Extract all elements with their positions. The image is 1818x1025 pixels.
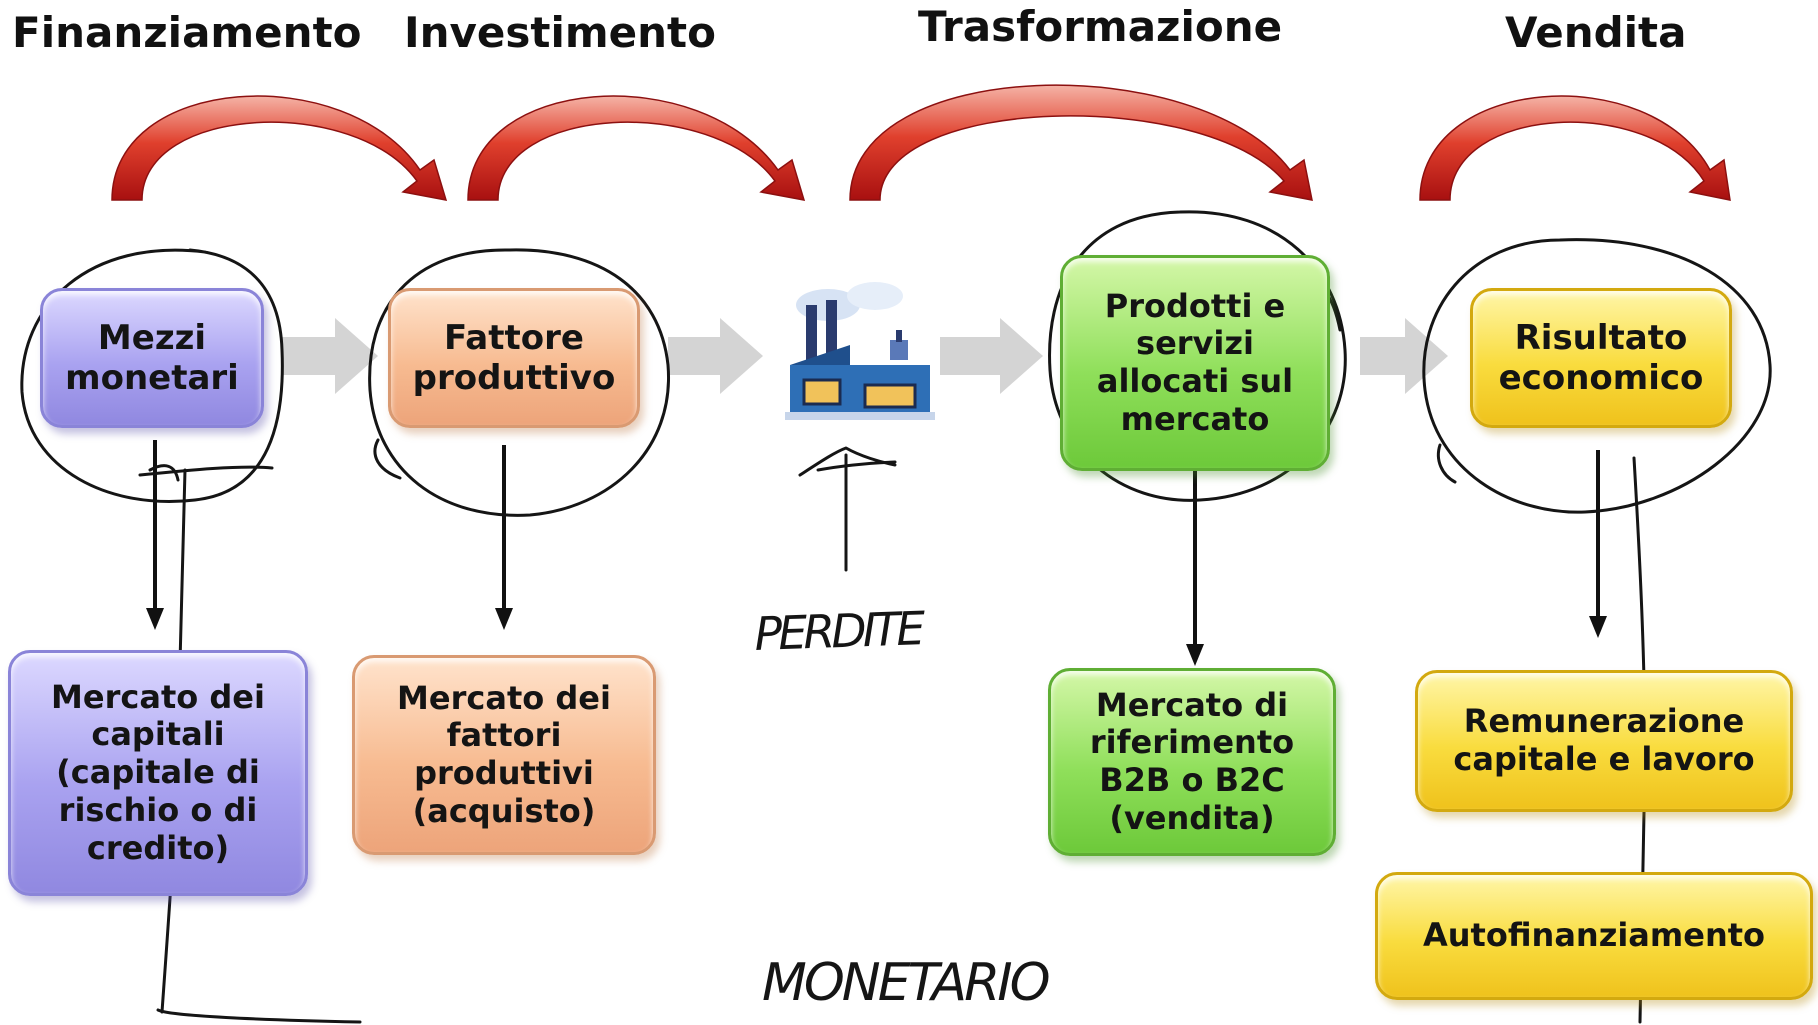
curved-arrow-icon xyxy=(849,84,1313,201)
curved-arrow-icon xyxy=(467,95,806,201)
box-mercato-riferimento-label: Mercato di riferimento B2B o B2C (vendit… xyxy=(1089,685,1295,837)
box-fattore-produttivo-label: Fattore produttivo xyxy=(412,317,616,398)
box-autofinanziamento: Autofinanziamento xyxy=(1375,872,1813,1000)
handwritten-perdite: PERDITE xyxy=(753,601,926,661)
box-remunerazione-label: Remunerazione capitale e lavoro xyxy=(1453,702,1755,778)
box-fattore-produttivo: Fattore produttivo xyxy=(388,288,640,428)
phase-vendita: Vendita xyxy=(1505,8,1687,57)
phase-finanziamento: Finanziamento xyxy=(12,8,362,57)
box-autofinanziamento-label: Autofinanziamento xyxy=(1423,916,1765,955)
down-arrow-icon xyxy=(1589,450,1607,638)
down-arrow-icon xyxy=(495,445,513,630)
handwritten-monetario: MONETARIO xyxy=(762,953,1049,1013)
box-remunerazione: Remunerazione capitale e lavoro xyxy=(1415,670,1793,812)
box-mercato-fattori-label: Mercato dei fattori produttivi (acquisto… xyxy=(397,678,611,830)
curved-arrow-icon xyxy=(1419,95,1731,201)
phase-trasformazione: Trasformazione xyxy=(918,2,1283,51)
box-prodotti-servizi-label: Prodotti e servizi allocati sul mercato xyxy=(1096,286,1294,438)
block-arrow-icon xyxy=(1360,318,1448,394)
factory-icon xyxy=(785,282,935,420)
block-arrow-icon xyxy=(282,318,378,394)
phase-investimento: Investimento xyxy=(404,8,716,57)
box-mercato-riferimento: Mercato di riferimento B2B o B2C (vendit… xyxy=(1048,668,1336,856)
box-risultato-economico: Risultato economico xyxy=(1470,288,1732,428)
curved-arrow-icon xyxy=(111,95,448,201)
box-mezzi-monetari-label: Mezzi monetari xyxy=(65,317,239,398)
box-mercato-fattori: Mercato dei fattori produttivi (acquisto… xyxy=(352,655,656,855)
block-arrow-icon xyxy=(940,318,1043,394)
box-prodotti-servizi: Prodotti e servizi allocati sul mercato xyxy=(1060,255,1330,471)
box-risultato-economico-label: Risultato economico xyxy=(1498,317,1704,398)
box-mercato-capitali: Mercato dei capitali (capitale di rischi… xyxy=(8,650,308,896)
block-arrow-icon xyxy=(668,318,763,394)
box-mezzi-monetari: Mezzi monetari xyxy=(40,288,264,428)
box-mercato-capitali-label: Mercato dei capitali (capitale di rischi… xyxy=(51,677,265,867)
